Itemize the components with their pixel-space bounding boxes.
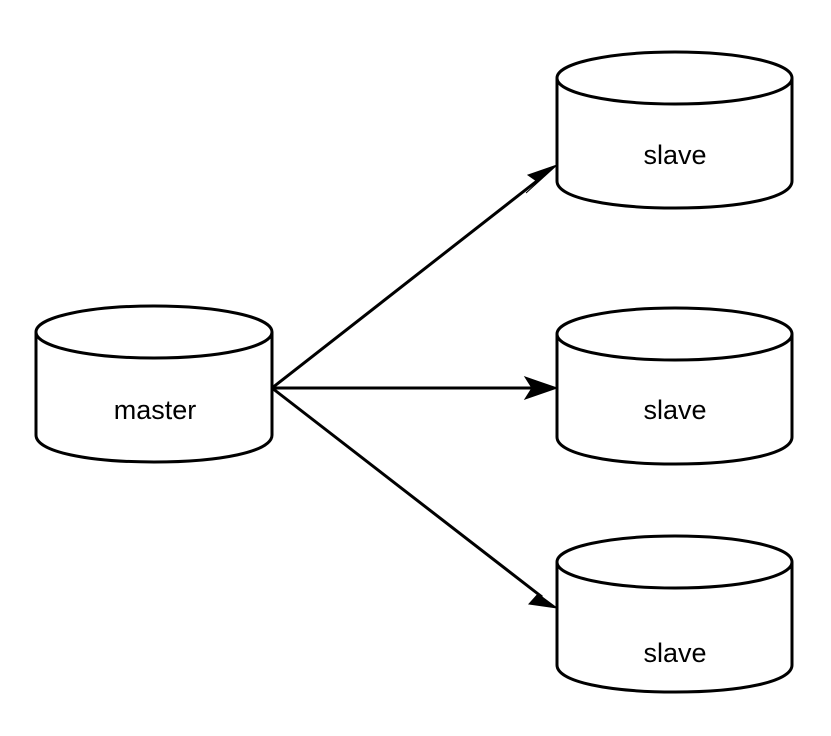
slave-2-label: slave <box>643 395 706 425</box>
arrowhead-middle <box>523 376 559 400</box>
slave-2-cylinder-body <box>555 306 794 466</box>
node-slave-3[interactable]: slave <box>555 534 794 694</box>
node-master[interactable]: master <box>34 304 274 464</box>
master-cylinder-top-rim <box>34 331 274 360</box>
edge-line-bottom <box>271 386 543 599</box>
slave-1-cylinder-top-rim <box>555 77 794 106</box>
slave-1-cylinder-body <box>555 50 794 210</box>
master-cylinder-body <box>34 304 274 464</box>
slave-3-cylinder-top-rim <box>555 561 794 590</box>
edge-master-to-slave-3[interactable] <box>271 386 558 609</box>
edge-master-to-slave-2[interactable] <box>272 376 559 400</box>
edge-master-to-slave-1[interactable] <box>271 164 558 390</box>
node-slave-2[interactable]: slave <box>555 306 794 466</box>
master-label: master <box>114 395 197 425</box>
slave-2-cylinder-top-rim <box>555 333 794 362</box>
slave-3-cylinder-body <box>555 534 794 694</box>
slave-1-label: slave <box>643 140 706 170</box>
slave-3-label: slave <box>643 638 706 668</box>
node-slave-1[interactable]: slave <box>555 50 794 210</box>
edge-line-top <box>271 175 543 390</box>
arrowhead-bottom <box>525 584 558 609</box>
arrowhead-top <box>525 164 558 194</box>
